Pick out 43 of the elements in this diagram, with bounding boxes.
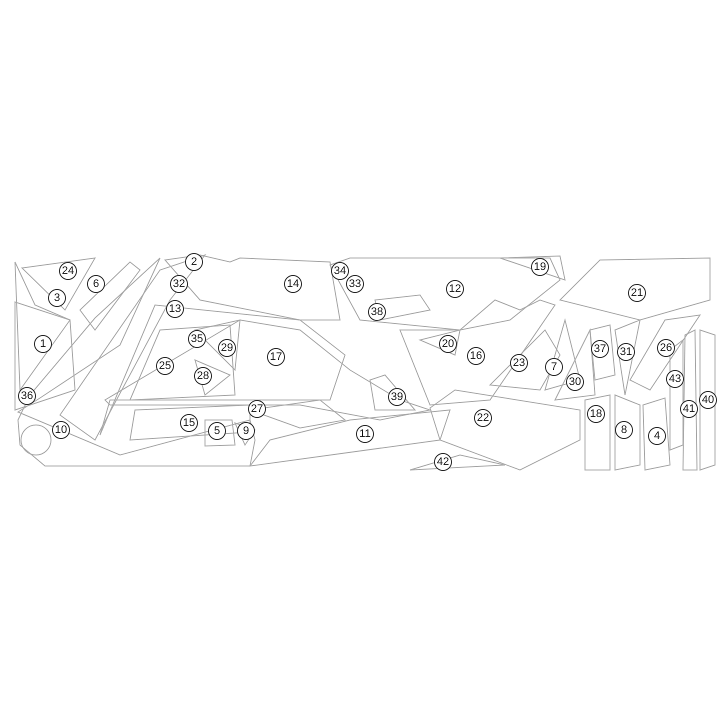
callout-number: 29 [218,339,236,357]
callout-number: 27 [248,400,266,418]
callout-number: 16 [467,347,485,365]
callout-number: 31 [617,343,635,361]
callout-number: 26 [657,339,675,357]
callout-number: 7 [545,358,563,376]
callout-number: 1 [34,335,52,353]
callout-number: 23 [510,354,528,372]
callout-number: 38 [368,303,386,321]
callout-number: 33 [346,275,364,293]
callout-number: 30 [566,373,584,391]
callout-number: 39 [388,388,406,406]
callout-number: 17 [267,348,285,366]
callout-number: 15 [180,414,198,432]
callout-number: 8 [615,421,633,439]
callout-number: 34 [331,262,349,280]
callout-number: 42 [434,453,452,471]
callout-number: 22 [474,409,492,427]
callout-number: 3 [48,289,66,307]
callout-number: 25 [156,357,174,375]
callout-number: 21 [628,284,646,302]
callout-number: 14 [284,275,302,293]
callout-number: 40 [699,391,717,409]
callout-number: 36 [18,387,36,405]
callout-number: 12 [446,280,464,298]
callout-number: 37 [591,340,609,358]
callout-number: 2 [185,253,203,271]
callout-number: 19 [531,258,549,276]
callout-number: 24 [59,262,77,280]
callout-number: 6 [87,275,105,293]
callout-number: 32 [170,275,188,293]
callout-number: 9 [237,422,255,440]
callout-number: 11 [356,425,374,443]
callout-number: 35 [188,330,206,348]
callout-number: 10 [52,421,70,439]
callout-number: 5 [208,422,226,440]
callout-number: 4 [648,427,666,445]
callout-number: 18 [587,405,605,423]
callout-number: 28 [194,367,212,385]
callout-number: 43 [666,370,684,388]
callout-number: 20 [439,335,457,353]
callout-number: 13 [166,300,184,318]
callout-number: 41 [680,400,698,418]
